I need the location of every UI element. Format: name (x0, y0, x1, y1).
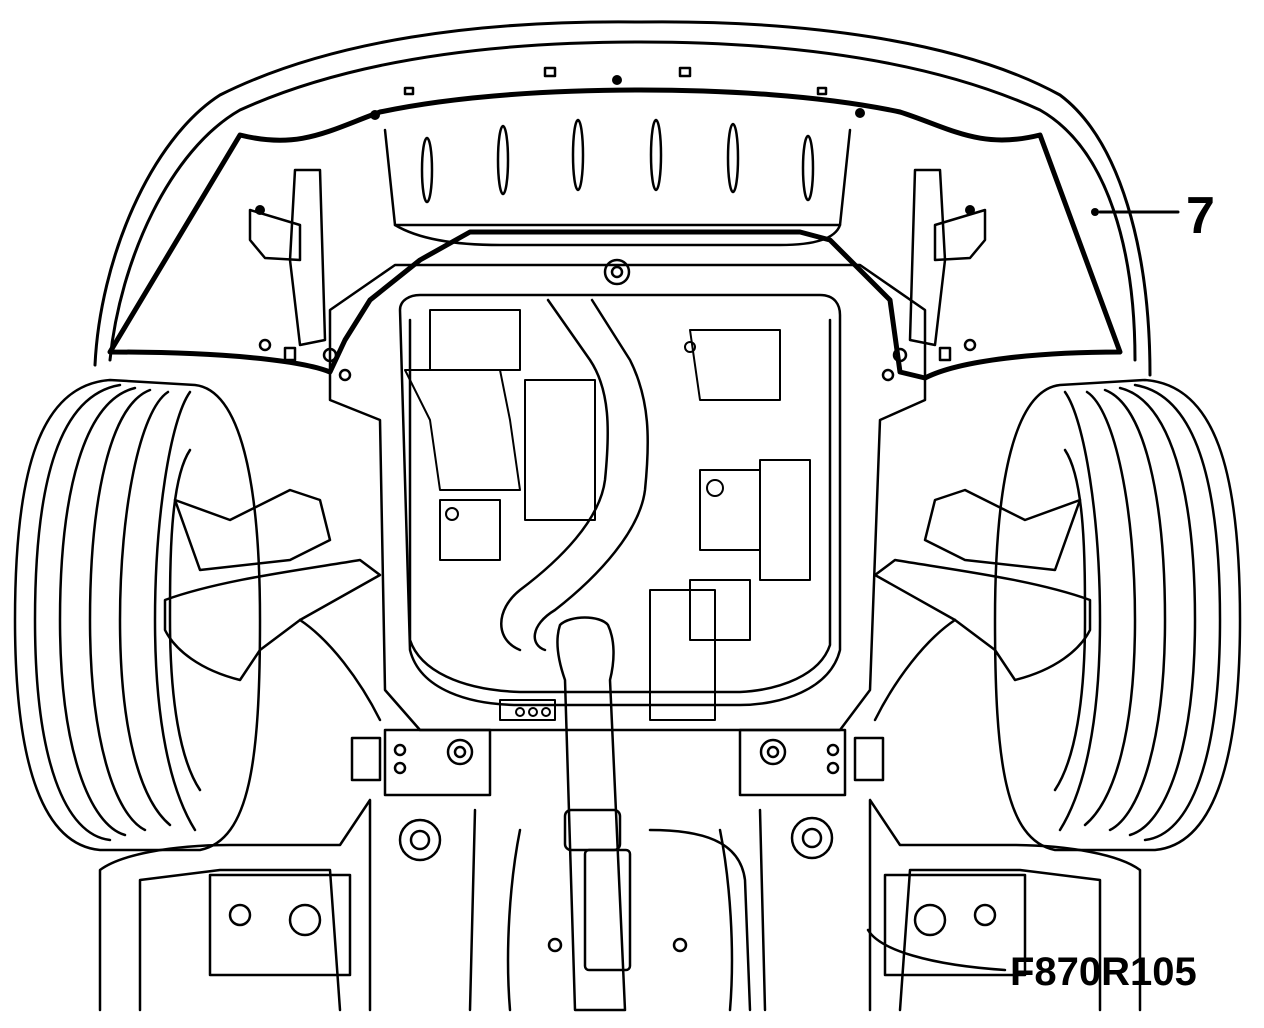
engine-subframe (330, 265, 925, 730)
front-bumper (95, 22, 1150, 375)
right-bracket (883, 170, 985, 380)
left-front-wheel (15, 380, 260, 850)
figure-code-leader (868, 930, 1005, 970)
exhaust-pipe (501, 300, 648, 1010)
callout-number-7: 7 (1186, 187, 1215, 245)
subframe-mounts (352, 260, 883, 860)
right-front-wheel (995, 380, 1240, 850)
left-bracket (250, 170, 350, 380)
right-control-arm (875, 490, 1090, 720)
left-control-arm (165, 490, 380, 720)
engine-components (405, 310, 810, 720)
lower-body (100, 800, 1140, 1010)
front-spoiler-part-7 (110, 90, 1178, 378)
figure-code: F870R105 (1010, 950, 1197, 994)
air-intake-grille (370, 68, 865, 245)
